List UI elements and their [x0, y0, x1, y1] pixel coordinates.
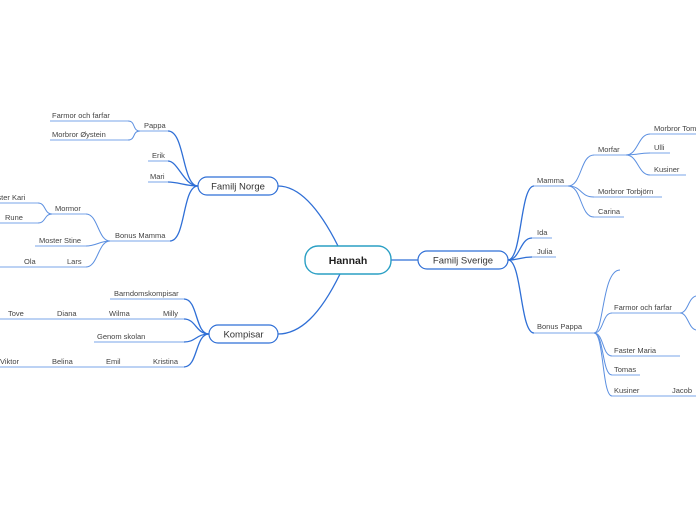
label-mamma[interactable]: Mamma — [537, 176, 565, 185]
label-kristina[interactable]: Kristina — [153, 357, 179, 366]
label-rune[interactable]: Rune — [5, 213, 23, 222]
label-tove[interactable]: Tove — [8, 309, 24, 318]
label-morbror-tom[interactable]: Morbror Tom — [654, 124, 696, 133]
branch-kompisar[interactable]: Kompisar — [208, 324, 279, 344]
kompisar-connectors — [0, 298, 210, 368]
label-ida[interactable]: Ida — [537, 228, 548, 237]
label-lars[interactable]: Lars — [67, 257, 82, 266]
sverige-labels: Mamma Morfar Morbror Tom Ulli Kusiner Mo… — [537, 124, 696, 395]
label-diana[interactable]: Diana — [57, 309, 77, 318]
kompisar-labels: Barndomskompisar Milly Wilma Diana Tove … — [0, 289, 179, 366]
label-belina[interactable]: Belina — [52, 357, 74, 366]
label-erik[interactable]: Erik — [152, 151, 165, 160]
branch-familj-norge[interactable]: Familj Norge — [197, 176, 279, 196]
label-emil[interactable]: Emil — [106, 357, 121, 366]
main-connectors — [277, 185, 418, 335]
branch-familj-norge-label: Familj Norge — [211, 182, 265, 193]
norge-connectors — [0, 120, 199, 268]
label-morbror-oystein[interactable]: Morbror Øystein — [52, 130, 106, 139]
label-morbror-torbjorn[interactable]: Morbror Torbjörn — [598, 187, 653, 196]
label-kusiner[interactable]: Kusiner — [654, 165, 680, 174]
sverige-connectors — [507, 133, 696, 397]
label-bonus-pappa[interactable]: Bonus Pappa — [537, 322, 583, 331]
label-kusiner-2[interactable]: Kusiner — [614, 386, 640, 395]
label-genom-skolan[interactable]: Genom skolan — [97, 332, 145, 341]
label-ulli[interactable]: Ulli — [654, 143, 665, 152]
branch-kompisar-label: Kompisar — [223, 330, 263, 341]
label-bonus-mamma[interactable]: Bonus Mamma — [115, 231, 166, 240]
label-moster-kari[interactable]: Moster Kari — [0, 193, 26, 202]
label-morfar[interactable]: Morfar — [598, 145, 620, 154]
label-pappa[interactable]: Pappa — [144, 121, 167, 130]
label-milly[interactable]: Milly — [163, 309, 178, 318]
label-farmor-och-farfar-sverige[interactable]: Farmor och farfar — [614, 303, 672, 312]
label-viktor[interactable]: Viktor — [0, 357, 20, 366]
label-mormor[interactable]: Mormor — [55, 204, 81, 213]
label-mari[interactable]: Mari — [150, 172, 165, 181]
label-tomas[interactable]: Tomas — [614, 365, 636, 374]
label-carina[interactable]: Carina — [598, 207, 621, 216]
label-jacob[interactable]: Jacob — [672, 386, 692, 395]
label-julia[interactable]: Julia — [537, 247, 553, 256]
label-ola[interactable]: Ola — [24, 257, 37, 266]
norge-labels: Pappa Farmor och farfar Morbror Øystein … — [0, 111, 167, 266]
label-faster-maria[interactable]: Faster Maria — [614, 346, 657, 355]
root-node[interactable]: Hannah — [304, 245, 392, 275]
label-farmor-och-farfar-norge[interactable]: Farmor och farfar — [52, 111, 110, 120]
label-wilma[interactable]: Wilma — [109, 309, 131, 318]
root-node-label: Hannah — [329, 255, 368, 267]
label-barndomskompisar[interactable]: Barndomskompisar — [114, 289, 179, 298]
branch-familj-sverige-label: Familj Sverige — [433, 256, 493, 267]
label-moster-stine[interactable]: Moster Stine — [39, 236, 81, 245]
branch-familj-sverige[interactable]: Familj Sverige — [417, 250, 509, 270]
